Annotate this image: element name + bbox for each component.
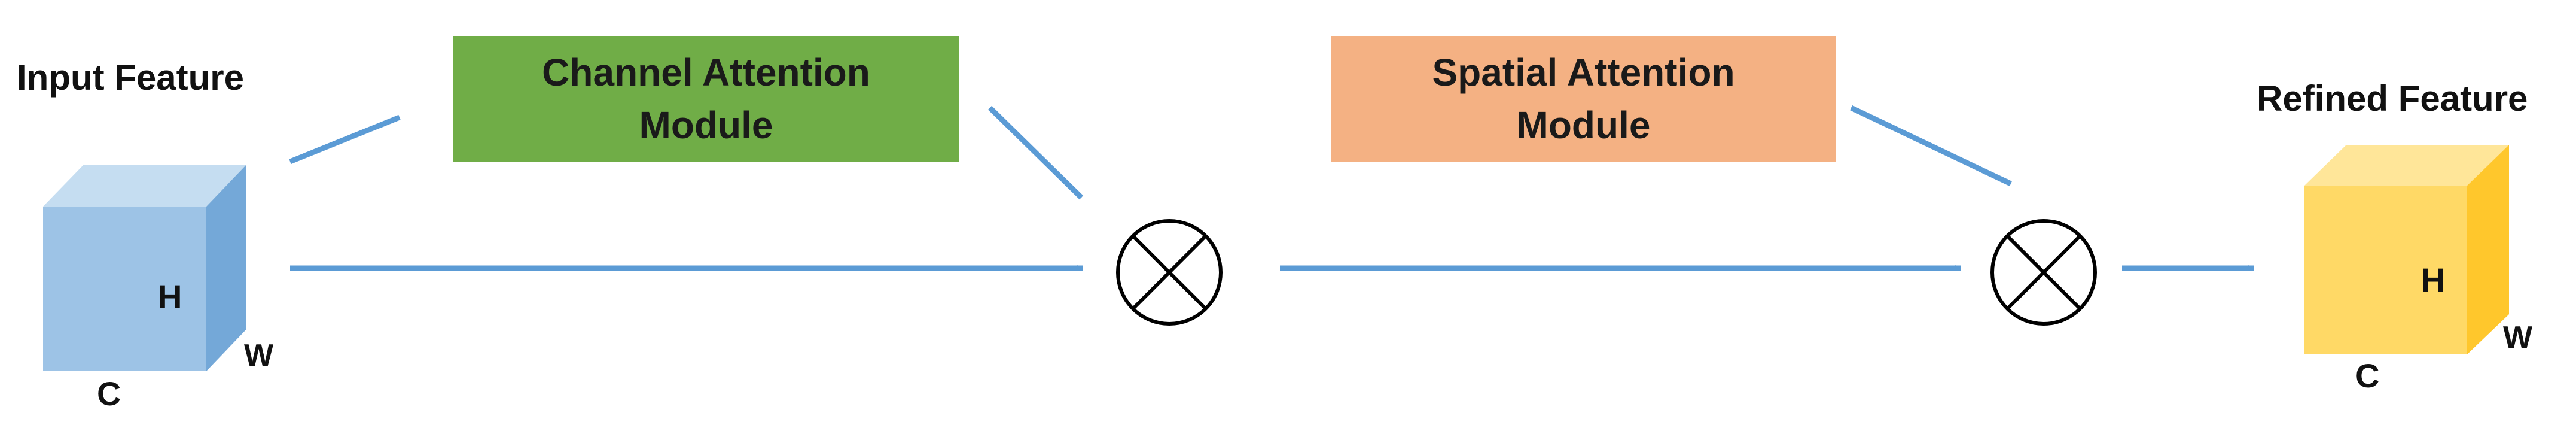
multiply-cross-1b xyxy=(1131,234,1208,311)
arrows xyxy=(289,105,2254,271)
channel-module-line2: Module xyxy=(639,104,773,147)
multiply-node-1 xyxy=(1116,219,1223,326)
arrow-channel-module-to-multiply-1 xyxy=(987,105,1084,200)
spatial-attention-module: Spatial Attention Module xyxy=(1331,36,1836,162)
output-cube-side-face xyxy=(2467,145,2509,354)
input-cube-side-face xyxy=(206,165,246,371)
output-cube-top-face xyxy=(2304,145,2509,186)
output-h-label: H xyxy=(2421,261,2446,299)
multiply-node-2 xyxy=(1990,219,2097,326)
channel-module-line1: Channel Attention xyxy=(542,50,870,94)
input-cube-front-face xyxy=(43,207,206,371)
output-c-label: C xyxy=(2355,357,2380,394)
arrow-spatial-module-to-multiply-2 xyxy=(1850,105,2012,187)
multiply-cross-2b xyxy=(2005,234,2082,311)
arrow-input-to-channel-module xyxy=(289,114,401,165)
channel-attention-module: Channel Attention Module xyxy=(453,36,959,162)
input-h-label: H xyxy=(158,278,182,315)
refined-feature-title: Refined Feature xyxy=(2257,78,2528,119)
output-cube-front-face xyxy=(2304,186,2467,354)
output-w-label: W xyxy=(2503,320,2533,355)
spatial-module-line2: Module xyxy=(1516,104,1651,147)
spatial-module-line1: Spatial Attention xyxy=(1432,50,1735,94)
input-c-label: C xyxy=(97,375,121,412)
input-w-label: W xyxy=(244,338,274,373)
input-cube-top-face xyxy=(43,165,246,207)
refined-feature-cube xyxy=(2304,145,2509,354)
input-feature-title: Input Feature xyxy=(17,57,245,98)
input-feature-cube xyxy=(43,165,246,371)
